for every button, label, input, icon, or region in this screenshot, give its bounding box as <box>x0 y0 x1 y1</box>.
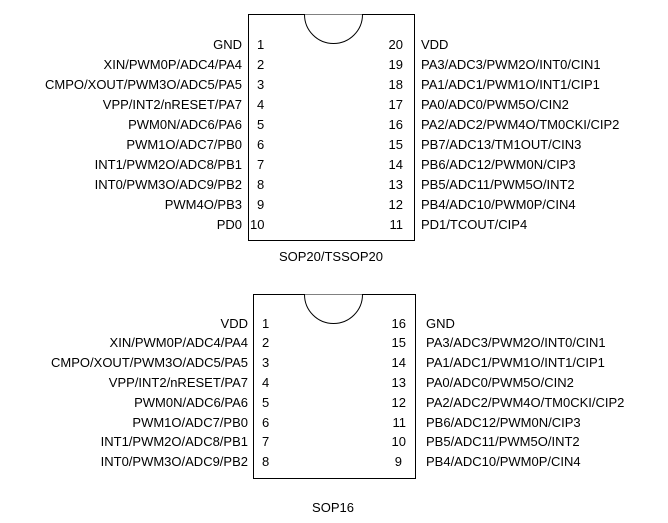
pin-label: INT1/PWM2O/ADC8/PB1 <box>95 157 242 172</box>
pin-number: 20 <box>389 37 403 52</box>
pin-number: 5 <box>257 117 264 132</box>
pin-number: 3 <box>262 355 269 370</box>
package-name-sop16: SOP16 <box>312 500 354 515</box>
pin-label: CMPO/XOUT/PWM3O/ADC5/PA5 <box>51 355 248 370</box>
pin-label: INT0/PWM3O/ADC9/PB2 <box>101 454 248 469</box>
pin-number: 19 <box>389 57 403 72</box>
pin-label: INT1/PWM2O/ADC8/PB1 <box>101 434 248 449</box>
pin-label: PWM0N/ADC6/PA6 <box>128 117 242 132</box>
pin-label: XIN/PWM0P/ADC4/PA4 <box>110 335 248 350</box>
pin-label: VPP/INT2/nRESET/PA7 <box>109 375 248 390</box>
pin-label: PB5/ADC11/PWM5O/INT2 <box>426 434 580 449</box>
pin-label: PB7/ADC13/TM1OUT/CIN3 <box>421 137 581 152</box>
pin-number: 14 <box>389 157 403 172</box>
pin-label: PB6/ADC12/PWM0N/CIP3 <box>421 157 576 172</box>
pin-number: 13 <box>392 375 406 390</box>
pin-number: 1 <box>257 37 264 52</box>
pin-number: 5 <box>262 395 269 410</box>
pin-number: 2 <box>257 57 264 72</box>
pin-number: 6 <box>262 415 269 430</box>
pin-number: 17 <box>389 97 403 112</box>
chip-body-sop16 <box>253 294 416 479</box>
pin-number: 9 <box>257 197 264 212</box>
pin-number: 18 <box>389 77 403 92</box>
orientation-notch-sop16 <box>304 294 363 324</box>
pin-label: PWM1O/ADC7/PB0 <box>126 137 242 152</box>
pin-label: PA0/ADC0/PWM5O/CIN2 <box>421 97 569 112</box>
pin-label: GND <box>213 37 242 52</box>
pin-label: INT0/PWM3O/ADC9/PB2 <box>95 177 242 192</box>
pin-label: CMPO/XOUT/PWM3O/ADC5/PA5 <box>45 77 242 92</box>
pin-number: 16 <box>389 117 403 132</box>
pin-number: 15 <box>389 137 403 152</box>
pin-number: 2 <box>262 335 269 350</box>
pin-number: 15 <box>392 335 406 350</box>
pin-number: 10 <box>250 217 264 232</box>
pin-number: 12 <box>392 395 406 410</box>
pin-number: 8 <box>257 177 264 192</box>
pin-label: PA1/ADC1/PWM1O/INT1/CIP1 <box>426 355 605 370</box>
pin-number: 7 <box>257 157 264 172</box>
pin-label: PD0 <box>217 217 242 232</box>
chip-body-sop20 <box>248 14 415 241</box>
pin-label: VDD <box>421 37 448 52</box>
pin-number: 11 <box>390 217 404 232</box>
pin-label: PWM1O/ADC7/PB0 <box>132 415 248 430</box>
pin-number: 10 <box>392 434 406 449</box>
pin-label: VDD <box>221 316 248 331</box>
pin-label: PA2/ADC2/PWM4O/TM0CKI/CIP2 <box>421 117 619 132</box>
pin-label: VPP/INT2/nRESET/PA7 <box>103 97 242 112</box>
pin-label: PA2/ADC2/PWM4O/TM0CKI/CIP2 <box>426 395 624 410</box>
pin-number: 12 <box>389 197 403 212</box>
orientation-notch-sop20 <box>304 14 363 44</box>
pin-label: PB4/ADC10/PWM0P/CIN4 <box>421 197 576 212</box>
pin-number: 16 <box>392 316 406 331</box>
pin-number: 11 <box>393 415 407 430</box>
package-sop16: VDD 1 XIN/PWM0P/ADC4/PA4 2 CMPO/XOUT/PWM… <box>51 294 624 515</box>
pin-label: PD1/TCOUT/CIP4 <box>421 217 527 232</box>
pin-number: 7 <box>262 434 269 449</box>
pin-number: 14 <box>392 355 406 370</box>
pin-number: 8 <box>262 454 269 469</box>
pin-label: PB5/ADC11/PWM5O/INT2 <box>421 177 575 192</box>
pin-label: PWM4O/PB3 <box>165 197 242 212</box>
package-name-sop20: SOP20/TSSOP20 <box>279 249 383 264</box>
pin-number: 4 <box>257 97 264 112</box>
pin-number: 4 <box>262 375 269 390</box>
pin-label: XIN/PWM0P/ADC4/PA4 <box>104 57 242 72</box>
pin-number: 9 <box>395 454 402 469</box>
pin-number: 6 <box>257 137 264 152</box>
pin-number: 13 <box>389 177 403 192</box>
pin-label: PB6/ADC12/PWM0N/CIP3 <box>426 415 581 430</box>
pin-label: PB4/ADC10/PWM0P/CIN4 <box>426 454 581 469</box>
pin-label: PA1/ADC1/PWM1O/INT1/CIP1 <box>421 77 600 92</box>
pin-label: PA0/ADC0/PWM5O/CIN2 <box>426 375 574 390</box>
pin-label: GND <box>426 316 455 331</box>
pin-number: 3 <box>257 77 264 92</box>
pin-label: PA3/ADC3/PWM2O/INT0/CIN1 <box>426 335 606 350</box>
pin-number: 1 <box>262 316 269 331</box>
pin-label: PWM0N/ADC6/PA6 <box>134 395 248 410</box>
pin-label: PA3/ADC3/PWM2O/INT0/CIN1 <box>421 57 601 72</box>
package-sop20: GND 1 XIN/PWM0P/ADC4/PA4 2 CMPO/XOUT/PWM… <box>45 14 619 264</box>
